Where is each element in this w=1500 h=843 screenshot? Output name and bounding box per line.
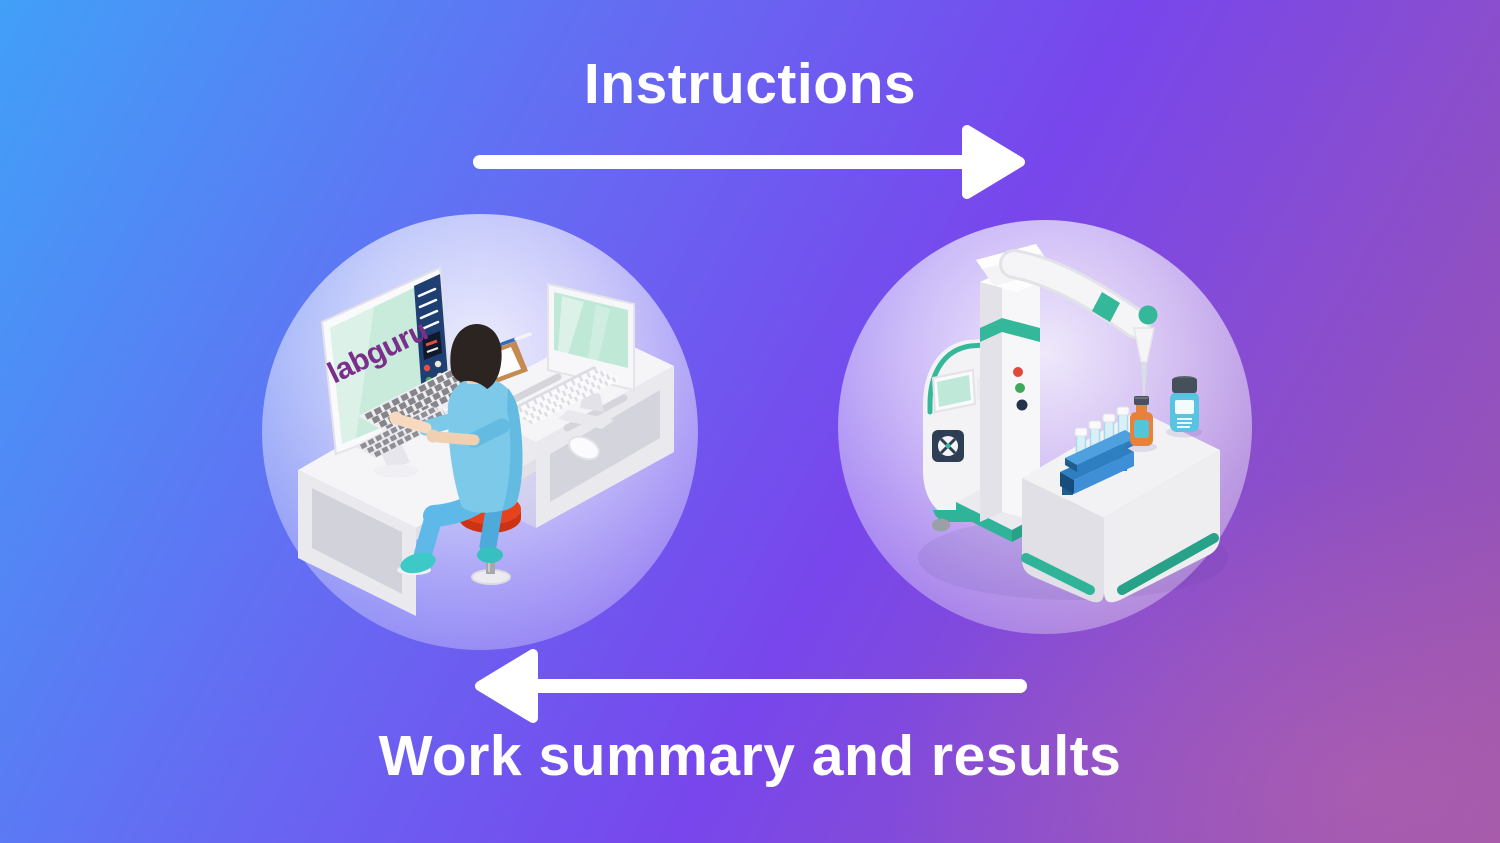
indicator-light-red	[1013, 367, 1023, 377]
fan-vent-icon	[932, 430, 964, 462]
white-keyboard	[508, 366, 620, 425]
machine-wheel	[932, 518, 950, 532]
blue-reagent-jar	[1166, 376, 1202, 438]
lab-robot-illustration	[918, 244, 1228, 603]
lab-robot-scene-circle	[838, 220, 1252, 634]
mouse	[567, 435, 601, 461]
arrow-left-icon	[475, 649, 1027, 723]
researcher-scene-circle: labguru	[262, 214, 698, 650]
indicator-light-green	[1015, 383, 1025, 393]
secondary-monitor	[501, 282, 635, 432]
top-flow-label: Instructions	[583, 52, 917, 116]
researcher-person	[389, 324, 523, 575]
pipette-knob	[1138, 305, 1158, 325]
bottom-flow-label: Work summary and results	[378, 724, 1122, 788]
pipette-tip	[1133, 327, 1155, 396]
control-tower	[980, 272, 1040, 522]
pen	[500, 332, 532, 346]
test-tube-rack	[1060, 406, 1137, 495]
researcher-illustration: labguru	[298, 266, 674, 616]
indicator-light-navy	[1016, 399, 1028, 411]
robot-arm	[976, 244, 1158, 396]
arrow-right-icon	[473, 125, 1025, 199]
orange-reagent-vial	[1125, 396, 1157, 452]
